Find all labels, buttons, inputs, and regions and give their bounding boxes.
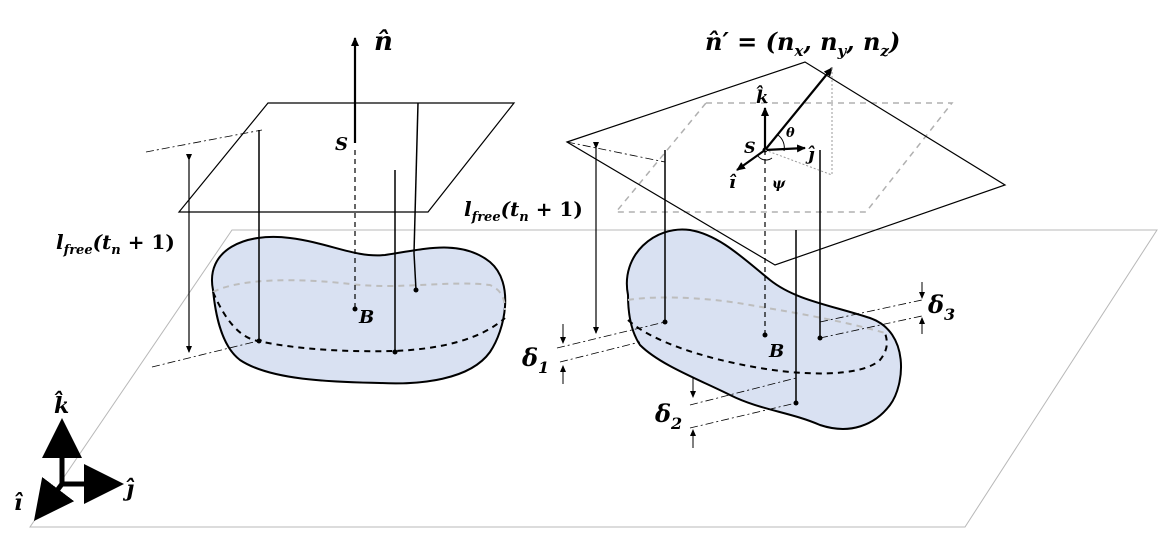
right-body [625,228,902,430]
right-point-2 [793,400,799,406]
left-extension-top [145,129,263,153]
right-local-j-label: ĵ [805,144,815,165]
right-hidden-contour [627,296,886,334]
left-hidden-contour [212,279,506,311]
global-axes: k̂ ĵ î [14,391,135,521]
global-k-label: k̂ [54,391,69,419]
right-extension-top [566,141,666,163]
left-lower-contour [212,291,506,353]
right-body-group [625,228,902,430]
right-point-s-label: S [744,138,756,157]
left-point-3 [413,287,419,293]
right-extension-d1-a [556,321,666,349]
psi-label: ψ [772,176,786,192]
right-plane-tilted [565,61,1007,266]
left-normal-label: n̂ [374,27,393,57]
left-body-group [210,235,507,385]
left-point-b-label: B [358,307,374,328]
right-local-i-arrow [736,149,766,171]
psi-arc [757,155,773,161]
right-lower-contour [627,319,888,375]
right-extension-d2-b [689,402,797,429]
left-point-s-label: S [335,134,348,155]
right-point-1 [662,319,668,325]
left-extension-bottom [151,339,263,368]
right-extension-d3-a [819,299,923,323]
right-point-b-label: B [768,341,784,362]
left-point-2 [392,349,398,355]
global-i-arrow [33,477,75,521]
right-local-i-label: î [729,172,737,193]
right-local-j-arrow [764,144,806,153]
left-rod-3 [413,102,419,254]
delta1-label: δ1 [521,343,549,377]
right-length-label: lfree(tn + 1) [464,197,583,225]
left-rod-3-below [413,252,417,291]
right-extension-d2-a [689,377,797,406]
right-extension-d3-b [819,315,923,339]
right-normal-tilted-arrow [764,67,833,151]
left-point-b [352,306,358,312]
theta-arc [777,134,785,152]
delta2-label: δ2 [654,399,682,433]
right-point-3 [817,335,823,341]
theta-label: θ [786,126,795,141]
right-normal-label: n̂′ = (nx, ny, nz) [705,27,900,60]
left-length-label: lfree(tn + 1) [56,230,175,258]
left-point-1 [256,338,262,344]
global-j-label: ĵ [122,476,135,502]
global-i-label: î [14,490,24,516]
ground-plane [29,229,1158,528]
delta3-label: δ3 [927,290,955,324]
right-local-k-label: k̂ [756,84,768,108]
right-extension-d1-b [559,341,641,363]
right-projection-base [764,149,833,176]
left-plane [177,102,516,213]
